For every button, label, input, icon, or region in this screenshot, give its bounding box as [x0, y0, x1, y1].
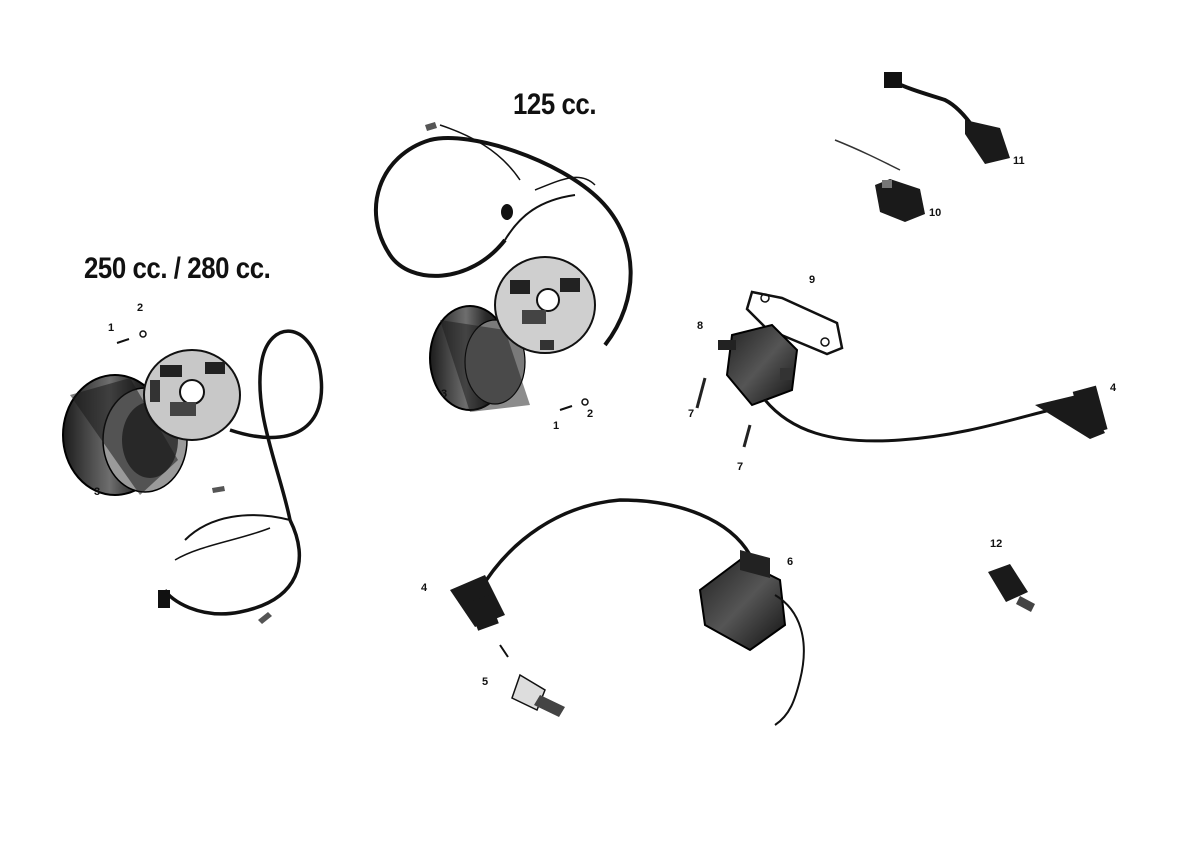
- mounting-bracket: [745, 290, 844, 356]
- callout-11: 11: [1013, 155, 1025, 167]
- wire-terminal: [258, 612, 272, 624]
- pickup-sensor: [834, 139, 925, 222]
- callout-3-mid: 3: [441, 388, 448, 400]
- callout-2-left: 2: [137, 302, 144, 314]
- bolt: [742, 424, 752, 448]
- flywheel-rotor-small: [429, 305, 530, 412]
- callout-1-mid: 1: [553, 420, 560, 432]
- callout-9: 9: [809, 274, 816, 286]
- stator-plate-large: [143, 349, 241, 441]
- title-250-280cc: 250 cc. / 280 cc.: [84, 252, 271, 285]
- callout-3-left: 3: [94, 486, 101, 498]
- ignition-coil-upper: [718, 323, 799, 407]
- callout-4-right: 4: [1110, 382, 1117, 394]
- connector-plug: [501, 204, 513, 220]
- callout-7-b: 7: [737, 461, 744, 473]
- plug-connector: [988, 564, 1035, 612]
- callout-12: 12: [990, 538, 1003, 550]
- callout-5: 5: [482, 676, 489, 688]
- stator-wiring-harness-large: [163, 329, 324, 616]
- callout-6: 6: [787, 556, 794, 568]
- ht-lead-and-plug-cap-right: [763, 385, 1108, 443]
- screw-and-washer-small: [116, 330, 147, 344]
- wire-terminal: [212, 486, 225, 493]
- connector-lead: [884, 72, 1010, 164]
- ignition-coil-lower: [698, 550, 805, 726]
- callout-4-bottom: 4: [421, 582, 428, 594]
- callout-7-a: 7: [688, 408, 695, 420]
- stator-wiring-harness-small: [373, 124, 633, 347]
- title-125cc: 125 cc.: [513, 88, 597, 121]
- connector-plug: [158, 590, 170, 608]
- wire-terminal: [425, 122, 437, 131]
- screw-and-washer-small: [559, 398, 589, 411]
- callout-1-left: 1: [108, 322, 115, 334]
- stator-plate-small: [494, 256, 596, 354]
- callout-10: 10: [929, 207, 942, 219]
- callout-2-mid: 2: [587, 408, 594, 420]
- spark-plug: [499, 644, 565, 717]
- callout-8: 8: [697, 320, 704, 332]
- ht-lead-and-plug-cap-bottom: [450, 498, 752, 631]
- bolt: [695, 377, 707, 409]
